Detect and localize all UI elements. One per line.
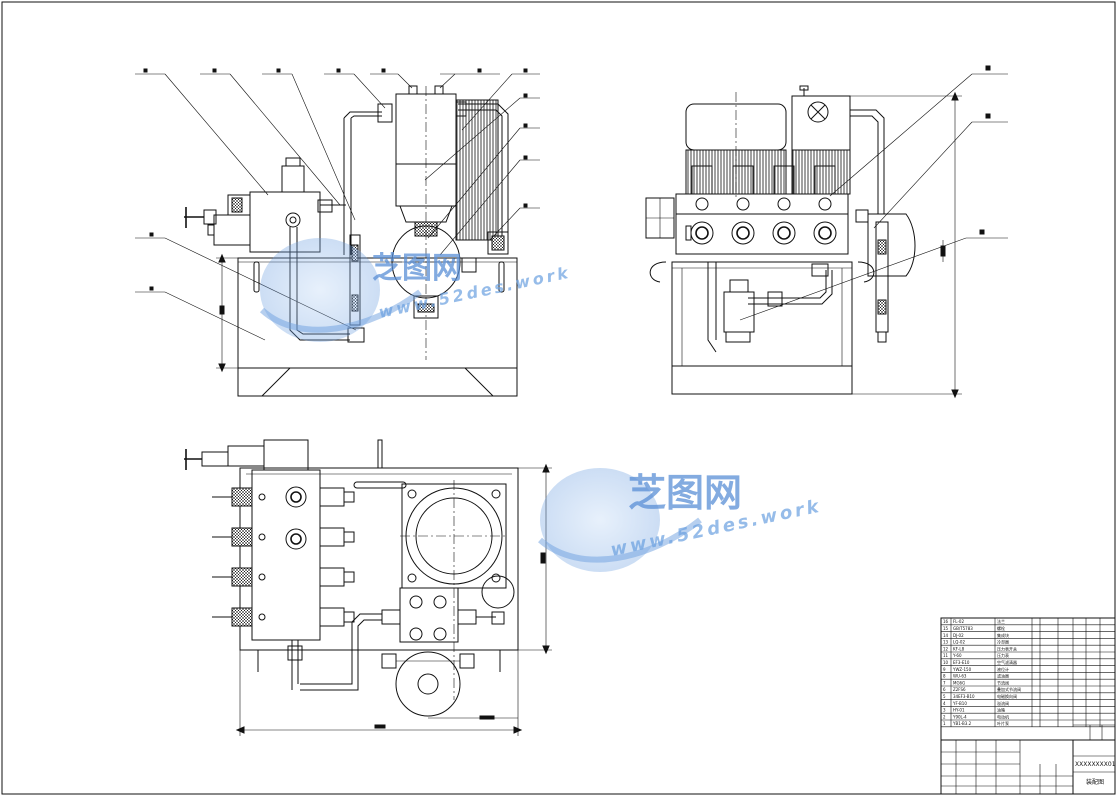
watermark-brand: 芝图网 — [628, 471, 742, 515]
title-block: XXXXXXXX01 装配图 — [940, 617, 1116, 795]
watermark-2: 芝图网 www.52des.work — [538, 468, 823, 572]
part-number: 15 — [943, 626, 949, 631]
part-name: 节流阀 — [997, 679, 1009, 685]
part-number: 6 — [943, 687, 946, 692]
part-number: 2 — [943, 714, 946, 719]
part-code: LQ-02 — [953, 640, 965, 645]
part-number: 10 — [943, 660, 949, 665]
valve-stack — [685, 165, 869, 245]
watermark-1: 芝图网 www.52des.work — [259, 238, 572, 342]
watermark-brand: 芝图网 — [372, 251, 462, 286]
part-number: 1 — [943, 721, 946, 726]
part-code: YB1-B3.2 — [952, 721, 972, 726]
part-name: 溢流阀 — [997, 700, 1009, 706]
part-name: 压力表开关 — [997, 645, 1017, 651]
part-number: 12 — [943, 646, 949, 651]
part-name: 叠加式节流阀 — [997, 686, 1021, 692]
part-code: WU-63 — [953, 674, 967, 679]
drawing-title: 装配图 — [1086, 778, 1104, 786]
part-name: 空气滤清器 — [997, 659, 1017, 665]
part-number: 7 — [943, 680, 946, 685]
part-name: 集成块 — [997, 632, 1009, 638]
part-number: 8 — [943, 674, 946, 679]
part-code: YF-B10 — [952, 701, 967, 706]
part-name: 叶片泵 — [997, 720, 1009, 726]
part-number: 3 — [943, 708, 946, 713]
part-code: YWZ-150 — [952, 667, 972, 672]
part-code: DJ-02 — [953, 633, 964, 638]
part-name: 液位计 — [997, 666, 1009, 672]
front-view — [135, 68, 540, 397]
part-name: 油箱 — [997, 707, 1005, 713]
part-code: 34EF3-B10 — [953, 694, 975, 699]
part-code: Z2FS6 — [953, 687, 966, 692]
part-number: 16 — [943, 619, 949, 624]
part-code: GB/T5783 — [953, 626, 973, 631]
part-name: 法兰 — [997, 618, 1005, 624]
part-name: 滤油器 — [997, 673, 1009, 679]
part-code: Y-60 — [952, 653, 962, 658]
part-code: MG6G — [953, 680, 965, 685]
part-number: 9 — [943, 667, 946, 672]
top-view — [184, 439, 552, 736]
part-name: 冷却器 — [997, 639, 1009, 645]
part-code: FL-02 — [953, 619, 964, 624]
drawing-number: XXXXXXXX01 — [1075, 761, 1116, 768]
part-name: 压力表 — [997, 652, 1009, 658]
part-code: EF3-E10 — [953, 660, 970, 665]
part-code: Y90L-4 — [952, 714, 967, 719]
part-number: 5 — [943, 694, 946, 699]
part-number: 14 — [943, 633, 949, 638]
part-code: KF-L8 — [953, 646, 965, 651]
part-name: 电磁换向阀 — [997, 693, 1017, 699]
part-number: 13 — [943, 640, 949, 645]
part-number: 11 — [943, 653, 949, 658]
part-number: 4 — [943, 701, 946, 706]
side-view — [645, 65, 1008, 399]
part-code: HY-01 — [953, 708, 965, 713]
part-name: 螺栓 — [997, 625, 1005, 631]
part-name: 电动机 — [997, 713, 1009, 719]
